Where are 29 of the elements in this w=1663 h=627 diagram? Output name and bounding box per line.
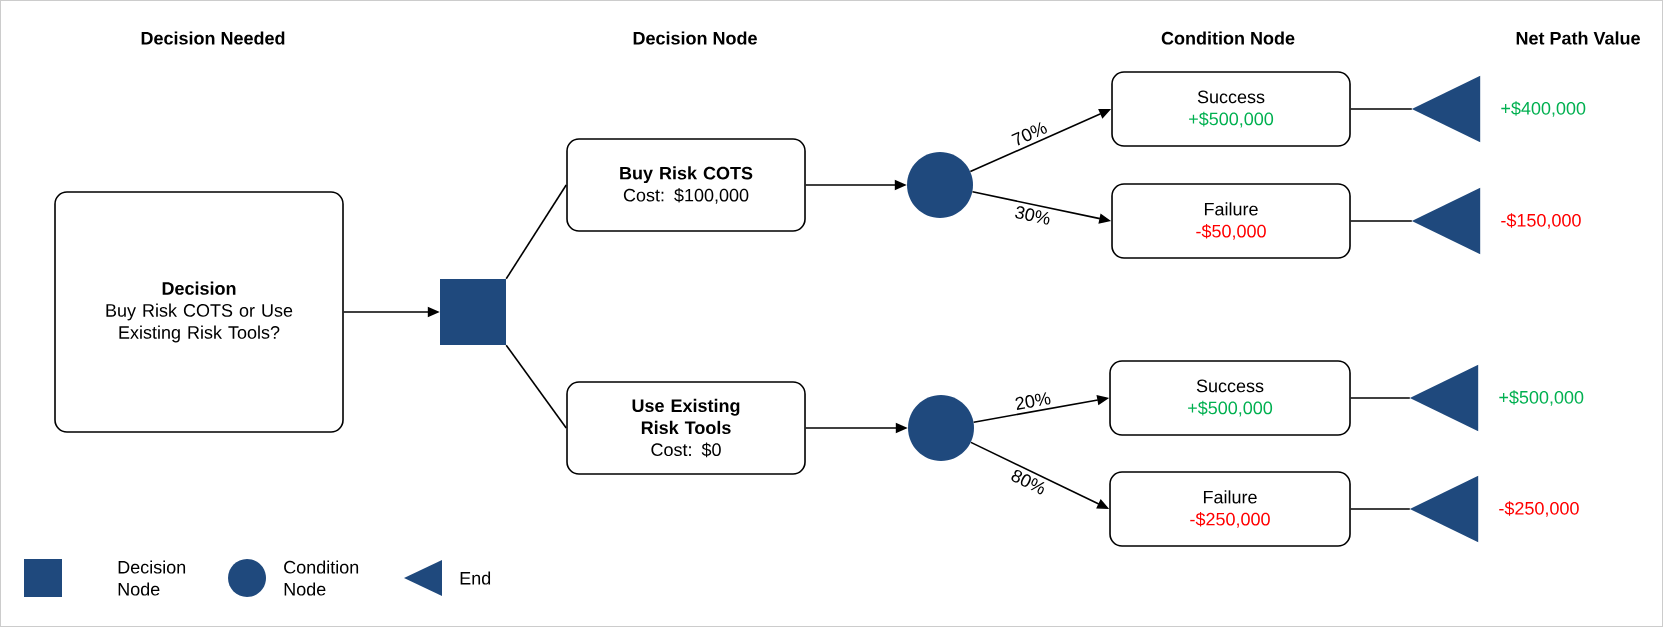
net-value: +$400,000 (1501, 101, 1586, 117)
legend-text: Condition Node (284, 560, 359, 596)
column-heading: Decision Node (633, 31, 757, 45)
edge-label: 80% (1008, 467, 1049, 497)
decision-box: Decision Buy Risk COTS or Use Existing Risk Tools? (54, 191, 344, 433)
end-node-triangle (1411, 75, 1481, 143)
outcome-box: Failure -$50,000 (1111, 183, 1351, 259)
end-node-triangle (1409, 475, 1479, 543)
edge-label: 70% (1009, 119, 1050, 149)
column-heading: Net Path Value (1516, 31, 1640, 45)
option-box: Buy Risk COTS Cost: $100,000 (566, 138, 806, 232)
net-value: -$150,000 (1501, 213, 1581, 229)
edge-label: 20% (1012, 390, 1053, 412)
column-heading: Decision Needed (141, 31, 285, 45)
end-node-triangle (1409, 364, 1479, 432)
column-heading: Condition Node (1161, 31, 1295, 45)
edge-label: 30% (1012, 204, 1053, 227)
decision-node-square (440, 279, 506, 345)
condition-node-circle (907, 152, 973, 218)
option-box: Use Existing Risk Tools Cost: $0 (566, 381, 806, 475)
condition-node-circle (908, 395, 974, 461)
net-value: +$500,000 (1499, 390, 1584, 406)
net-value: -$250,000 (1499, 501, 1579, 517)
legend-text: Decision Node (118, 560, 186, 596)
legend-text: End (460, 571, 491, 585)
end-node-triangle (1411, 187, 1481, 255)
outcome-box: Failure -$250,000 (1109, 471, 1351, 547)
outcome-box: Success +$500,000 (1111, 71, 1351, 147)
outcome-box: Success +$500,000 (1109, 360, 1351, 436)
